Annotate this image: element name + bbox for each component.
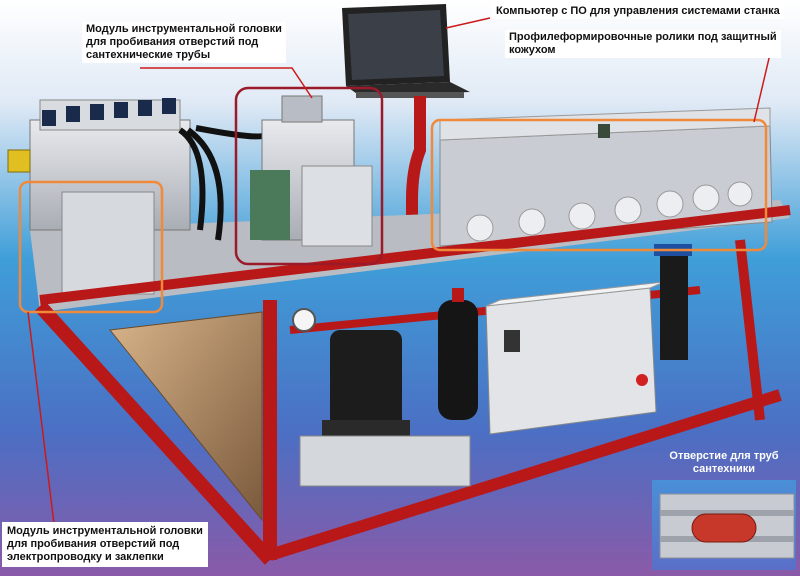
- label-line: электропроводку и заклепки: [7, 551, 164, 563]
- label-center-tool-head: Модуль инструментальной головки для проб…: [82, 22, 286, 63]
- label-line: кожухом: [509, 44, 556, 56]
- hydraulic-accumulator: [438, 288, 478, 420]
- side-plate: [109, 311, 263, 522]
- label-line: сантехнические трубы: [86, 49, 211, 61]
- label-line: Компьютер с ПО для управления системами …: [496, 5, 780, 17]
- oval-hole: [691, 513, 757, 543]
- label-profile-rollers: Профилеформировочные ролики под защитный…: [505, 30, 781, 58]
- inset-caption-line: сантехники: [692, 463, 756, 475]
- label-line: Профилеформировочные ролики под защитный: [509, 31, 777, 43]
- laptop-stand: [406, 96, 426, 262]
- profile-rollers-housing: [439, 107, 773, 247]
- label-line: для пробивания отверстий под: [7, 538, 180, 550]
- center-tool-head: [250, 95, 373, 247]
- pressure-gauge: [292, 308, 316, 332]
- highlight-rollers: [430, 118, 768, 252]
- electric-motor: [299, 330, 471, 487]
- electrical-cabinet: [485, 281, 665, 435]
- inset-caption: Отверстие для труб сантехники: [652, 450, 796, 476]
- label-line: для пробивания отверстий под: [86, 36, 259, 48]
- highlight-left-head: [18, 180, 164, 314]
- inset-caption-line: Отверстие для труб: [669, 450, 779, 462]
- left-tool-head: [7, 98, 191, 295]
- label-line: Модуль инструментальной головки: [7, 525, 203, 537]
- inset-photo: [652, 480, 796, 570]
- label-line: Модуль инструментальной головки: [86, 23, 282, 35]
- inset-hole-detail: Отверстие для труб сантехники: [652, 450, 796, 570]
- highlight-center-head: [234, 86, 384, 266]
- servo-motor: [660, 250, 688, 360]
- label-computer: Компьютер с ПО для управления системами …: [492, 4, 784, 19]
- label-left-tool-head: Модуль инструментальной головки для проб…: [2, 522, 208, 567]
- laptop-computer: [342, 4, 470, 98]
